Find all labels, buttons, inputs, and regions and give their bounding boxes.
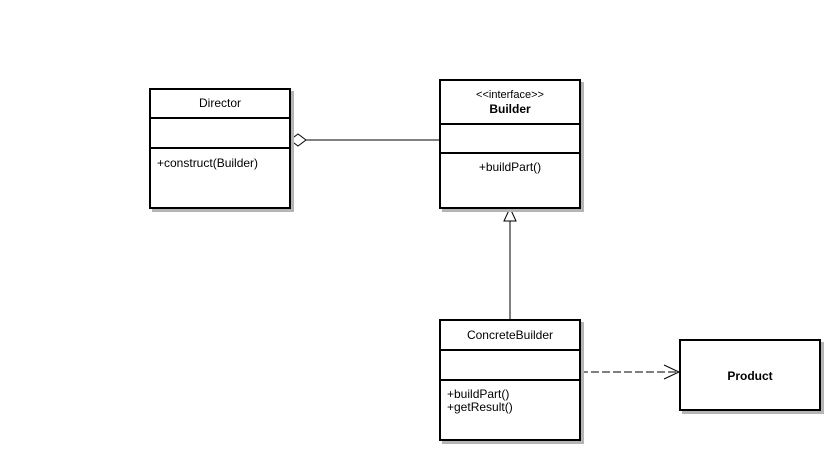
divider — [151, 117, 289, 119]
stereotype-label: <<interface>> — [476, 89, 544, 101]
divider — [441, 349, 579, 351]
class-name: Director — [198, 96, 241, 110]
operation: +getResult() — [447, 400, 513, 414]
class-name: ConcreteBuilder — [466, 328, 554, 342]
class-name: Builder — [489, 102, 531, 116]
class-name-section: <<interface>> Builder — [441, 89, 579, 116]
aggregation-diamond — [289, 133, 307, 147]
class-builder[interactable]: <<interface>> Builder +buildPart() — [439, 79, 581, 209]
class-name-section: Director — [151, 96, 289, 110]
divider — [441, 123, 579, 125]
divider — [151, 147, 289, 149]
operations-section: +buildPart() +getResult() — [441, 388, 579, 414]
class-name-section: ConcreteBuilder — [441, 328, 579, 342]
operation: +buildPart() — [478, 160, 542, 174]
class-product[interactable]: Product — [679, 339, 821, 411]
class-name: Product — [727, 369, 773, 383]
operations-section: +buildPart() — [441, 161, 579, 174]
class-director[interactable]: Director +construct(Builder) — [149, 88, 291, 209]
operations-section: +construct(Builder) — [151, 157, 289, 170]
operation: +buildPart() — [447, 387, 510, 401]
operation: +construct(Builder) — [157, 156, 259, 170]
class-name-section: Product — [681, 369, 819, 383]
class-concrete-builder[interactable]: ConcreteBuilder +buildPart() +getResult(… — [439, 319, 581, 441]
realization-triangle — [503, 206, 517, 222]
divider — [441, 152, 579, 154]
divider — [441, 379, 579, 381]
